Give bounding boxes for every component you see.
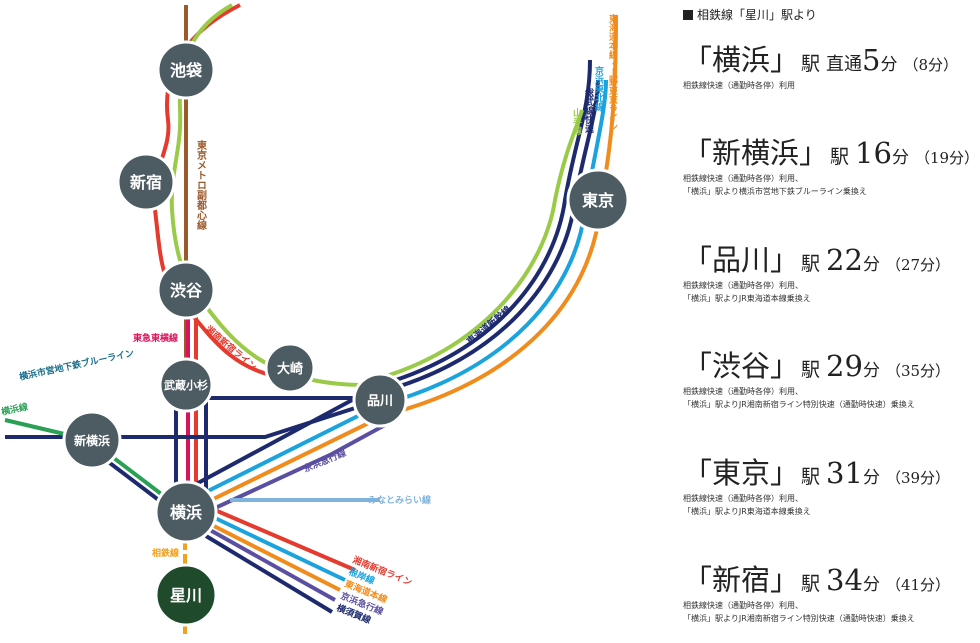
destination-direct: 直通 bbox=[826, 54, 863, 75]
destination-fun: 分 bbox=[862, 361, 880, 381]
station-musashikosugi[interactable]: 武蔵小杉 bbox=[158, 357, 214, 413]
destination-name: 「新横浜」 bbox=[683, 136, 829, 170]
label-yokohama-line: 横浜線 bbox=[0, 401, 29, 418]
destination-eki: 駅 bbox=[801, 573, 821, 595]
destination-eki: 駅 bbox=[801, 359, 821, 381]
svg-text:武蔵小杉: 武蔵小杉 bbox=[164, 378, 208, 392]
station-ikebukuro[interactable]: 池袋 bbox=[156, 40, 216, 100]
negishi-line-fan bbox=[214, 516, 346, 582]
destination-yokohama: 「横浜」駅直通5分 （8分） 相鉄線快速（通勤時各停）利用 bbox=[683, 46, 980, 92]
label-keihin-tohoku: 京浜東北線 bbox=[593, 65, 604, 112]
label-sobu-rapid: 総武線快速 bbox=[583, 87, 594, 134]
destination-alt-minutes: （27分） bbox=[885, 256, 951, 274]
destination-minutes: 22 bbox=[826, 243, 863, 277]
destination-fun: 分 bbox=[862, 255, 880, 275]
panel-header: 相鉄線「星川」駅より bbox=[683, 6, 980, 23]
svg-text:新宿: 新宿 bbox=[130, 173, 162, 192]
label-tokaido-ueno: 東海道本線・上野東京ライン bbox=[607, 13, 618, 131]
svg-text:品川: 品川 bbox=[367, 394, 393, 409]
destination-minutes: 16 bbox=[855, 136, 892, 170]
destination-note: 相鉄線快速（通勤時各停）利用 bbox=[683, 81, 795, 90]
tokaido-line bbox=[194, 14, 618, 510]
keikyu-line-fan bbox=[209, 528, 336, 602]
keikyu-line bbox=[199, 423, 386, 517]
svg-text:池袋: 池袋 bbox=[170, 61, 203, 80]
label-sotetsu: 相鉄線 bbox=[152, 547, 179, 559]
tokaido-line-fan bbox=[211, 523, 341, 592]
destination-eki: 駅 bbox=[830, 146, 850, 168]
square-bullet-icon bbox=[683, 9, 693, 20]
svg-text:東京: 東京 bbox=[582, 191, 614, 210]
destination-note: 相鉄線快速（通勤時各停）利用、「横浜」駅よりJR湘南新宿ライン特別快速（通勤時快… bbox=[683, 601, 915, 623]
destination-alt-minutes: （19分） bbox=[914, 149, 980, 167]
shinkansen-line bbox=[184, 59, 592, 492]
label-yamanote: 山手線 bbox=[571, 107, 582, 136]
label-minatomirai: みなとみらい線 bbox=[368, 494, 431, 506]
destination-name: 「新宿」 bbox=[683, 563, 800, 597]
panel-title: 相鉄線「星川」駅より bbox=[697, 8, 817, 22]
station-shibuya[interactable]: 渋谷 bbox=[156, 260, 216, 320]
destination-note: 相鉄線快速（通勤時各停）利用、「横浜」駅よりJR湘南新宿ライン特別快速（通勤時快… bbox=[683, 387, 915, 409]
destination-minutes: 34 bbox=[826, 563, 863, 597]
destination-fun: 分 bbox=[891, 148, 909, 168]
destination-fun: 分 bbox=[862, 468, 880, 488]
label-toyoko: 東急東横線 bbox=[133, 332, 178, 344]
label-shonan-shinjuku-top: 湘南新宿ライン bbox=[203, 323, 259, 373]
svg-text:横浜: 横浜 bbox=[170, 503, 202, 522]
destination-alt-minutes: （8分） bbox=[903, 56, 959, 74]
destination-name: 「横浜」 bbox=[683, 43, 800, 77]
destination-note: 相鉄線快速（通勤時各停）利用、「横浜」駅よりJR東海道本線乗換え bbox=[683, 281, 811, 303]
shonan-shinjuku-line-fan bbox=[214, 508, 356, 572]
destination-minutes: 5 bbox=[862, 43, 881, 77]
destination-alt-minutes: （41分） bbox=[885, 576, 951, 594]
destination-note: 相鉄線快速（通勤時各停）利用、「横浜」駅より横浜市営地下鉄ブルーライン乗換え bbox=[683, 174, 867, 196]
destination-eki: 駅 bbox=[801, 253, 821, 275]
svg-text:星川: 星川 bbox=[170, 586, 202, 605]
access-panel: 相鉄線「星川」駅より 「横浜」駅直通5分（8分） 相鉄線快速（通勤時各停）利用 … bbox=[683, 6, 980, 623]
svg-text:渋谷: 渋谷 bbox=[170, 281, 203, 300]
destination-eki: 駅 bbox=[801, 466, 821, 488]
svg-text:新横浜: 新横浜 bbox=[74, 433, 110, 448]
station-hoshikawa[interactable]: 星川 bbox=[154, 563, 218, 627]
keihin-tohoku-line bbox=[189, 79, 608, 502]
destination-name: 「渋谷」 bbox=[683, 349, 800, 383]
destination-minutes: 31 bbox=[826, 456, 863, 490]
station-shinjuku[interactable]: 新宿 bbox=[116, 152, 176, 212]
station-shinyokohama[interactable]: 新横浜 bbox=[62, 410, 122, 470]
station-yokohama[interactable]: 横浜 bbox=[154, 480, 218, 544]
sobu-rapid-line bbox=[379, 79, 600, 394]
station-osaki[interactable]: 大崎 bbox=[264, 342, 316, 394]
station-shinagawa[interactable]: 品川 bbox=[352, 372, 408, 428]
destination-alt-minutes: （39分） bbox=[885, 469, 951, 487]
svg-text:大崎: 大崎 bbox=[277, 361, 303, 377]
destination-note: 相鉄線快速（通勤時各停）利用、「横浜」駅よりJR東海道本線乗換え bbox=[683, 494, 811, 516]
yamanote-line-east bbox=[379, 109, 584, 380]
destination-name: 「品川」 bbox=[683, 243, 800, 277]
station-tokyo[interactable]: 東京 bbox=[566, 168, 630, 232]
label-blueline: 横浜市営地下鉄ブルーライン bbox=[18, 347, 135, 383]
destination-name: 「東京」 bbox=[683, 456, 800, 490]
destination-fun: 分 bbox=[862, 575, 880, 595]
destination-alt-minutes: （35分） bbox=[885, 362, 951, 380]
label-fukutoshin: 東京メトロ副都心線 bbox=[195, 139, 208, 231]
destination-eki: 駅 bbox=[801, 53, 821, 75]
destination-minutes: 29 bbox=[826, 349, 863, 383]
yokosuka-line-fan bbox=[204, 534, 334, 614]
destination-fun: 分 bbox=[880, 55, 898, 75]
